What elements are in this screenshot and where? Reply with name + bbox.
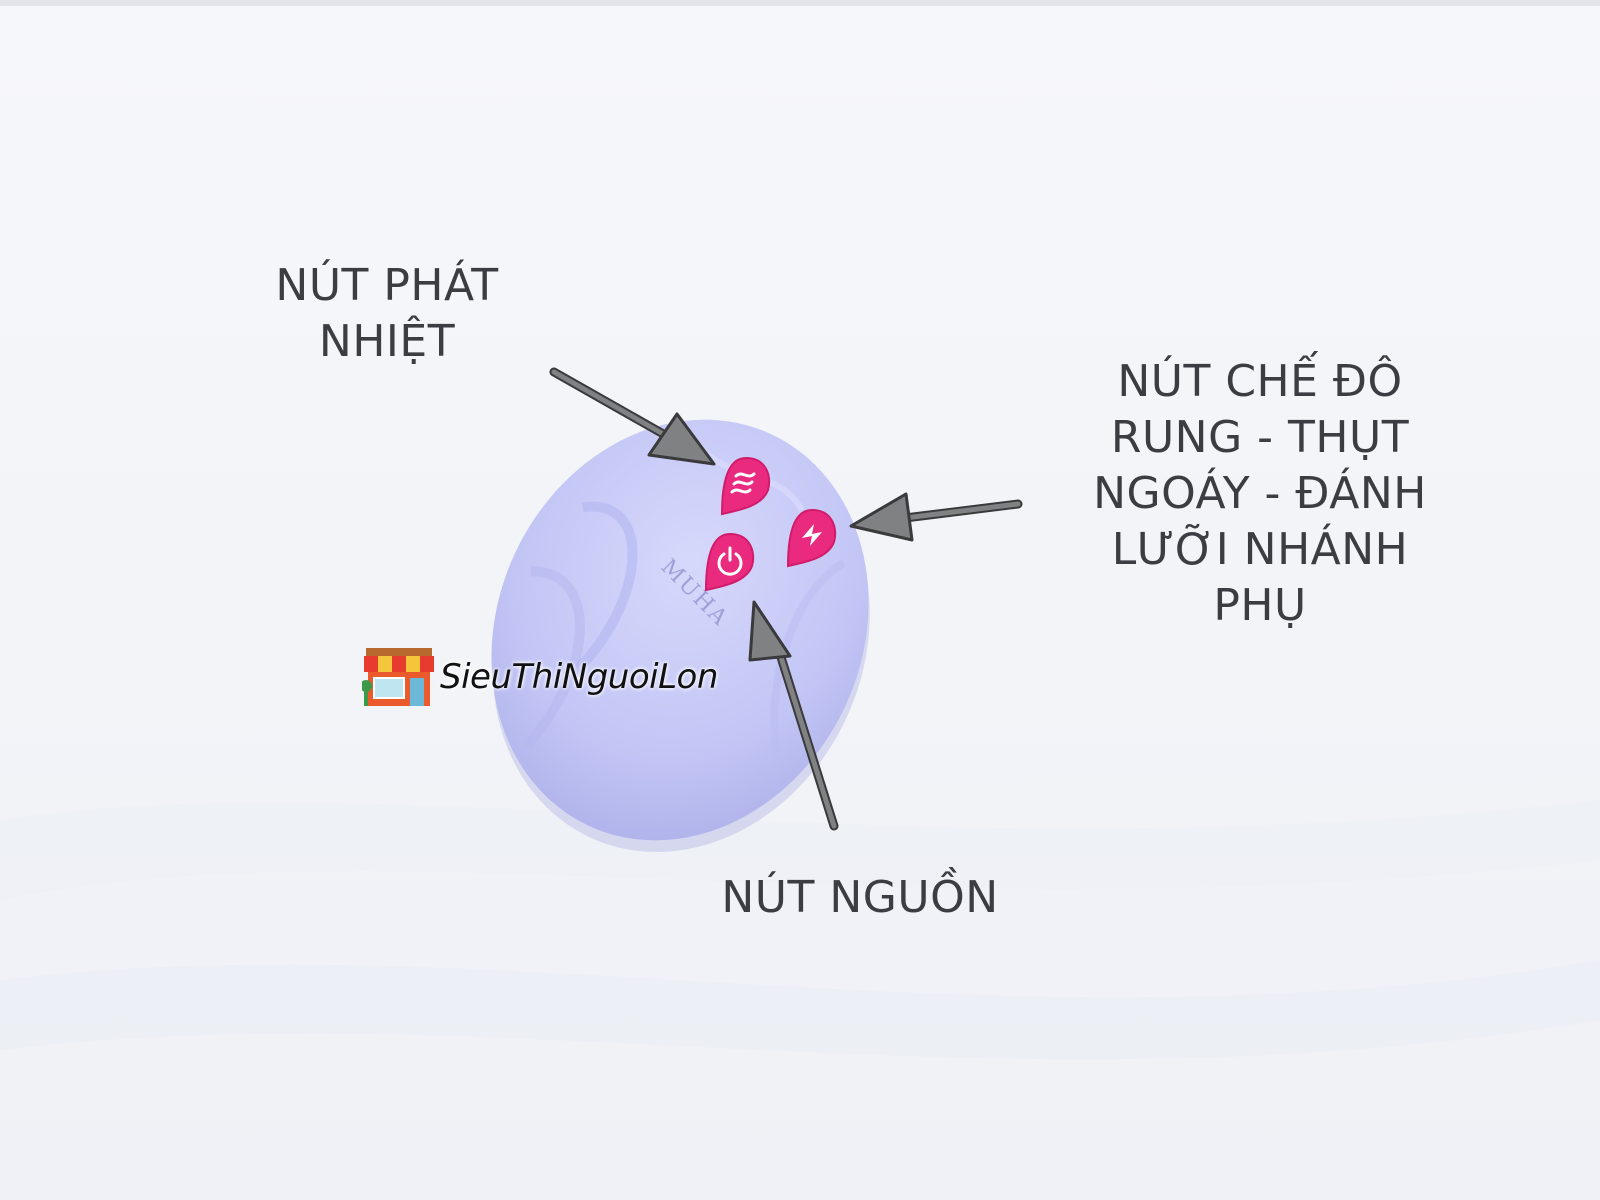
power-icon <box>717 546 743 576</box>
lightning-icon <box>802 524 822 546</box>
mode-button[interactable] <box>786 508 837 568</box>
heat-waves-icon <box>730 472 756 494</box>
mode-button-label: NÚT CHẾ ĐÔ RUNG - THỤT NGOÁY - ĐÁNH LƯỠI… <box>1070 354 1450 634</box>
label-line: LƯỠI NHÁNH <box>1111 524 1409 575</box>
power-button[interactable] <box>704 532 755 592</box>
heat-button[interactable] <box>720 456 771 516</box>
label-line: NÚT PHÁT <box>275 260 499 311</box>
label-line: NÚT NGUỒN <box>721 872 999 923</box>
watermark: SieuThiNguoiLon <box>362 646 718 708</box>
arrow-to-heat-button <box>549 367 716 466</box>
label-line: NGOÁY - ĐÁNH <box>1093 468 1427 519</box>
label-line: NHIỆT <box>318 316 456 367</box>
background-fold <box>0 800 1600 900</box>
label-line: NÚT CHẾ ĐÔ <box>1117 356 1403 407</box>
store-icon <box>362 648 434 706</box>
heat-button-label: NÚT PHÁT NHIỆT <box>262 258 512 370</box>
top-border <box>0 0 1600 6</box>
watermark-text: SieuThiNguoiLon <box>440 657 718 697</box>
body-ridge <box>566 501 638 682</box>
background-fold <box>0 960 1600 1060</box>
arrow-to-power-button <box>748 600 839 831</box>
power-button-label: NÚT NGUỒN <box>690 870 1030 926</box>
label-line: PHỤ <box>1213 580 1307 631</box>
label-line: RUNG - THỤT <box>1110 412 1410 463</box>
body-ridge <box>522 566 585 750</box>
arrow-to-mode-button <box>849 492 1023 542</box>
